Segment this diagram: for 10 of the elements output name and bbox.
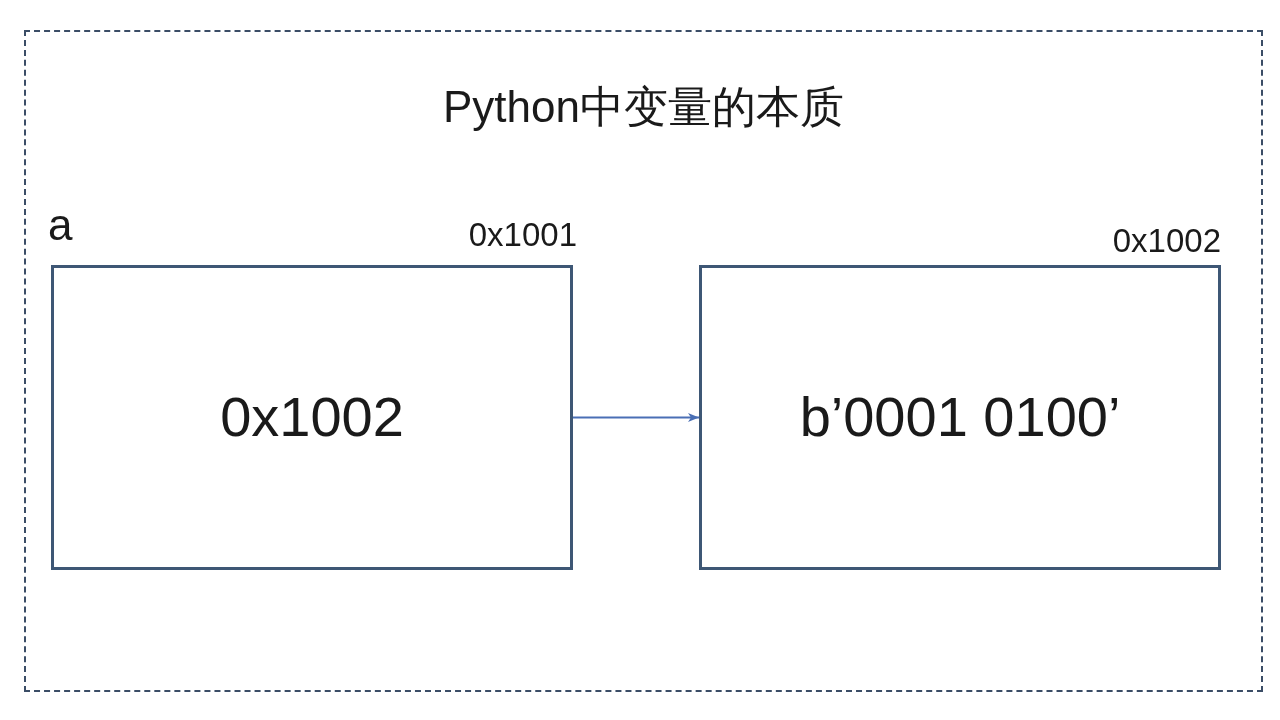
memory-address: 0x1001 xyxy=(468,216,577,254)
memory-box xyxy=(51,265,573,570)
memory-box xyxy=(699,265,1221,570)
arrow xyxy=(572,413,700,422)
dashed-frame xyxy=(24,30,1263,692)
memory-value: b’0001 0100’ xyxy=(799,385,1121,450)
memory-address: 0x1002 xyxy=(1112,222,1221,260)
frame-label: Python中变量的本质 xyxy=(443,82,844,133)
memory-value: 0x1002 xyxy=(220,385,404,450)
variable-name: a xyxy=(48,200,73,251)
